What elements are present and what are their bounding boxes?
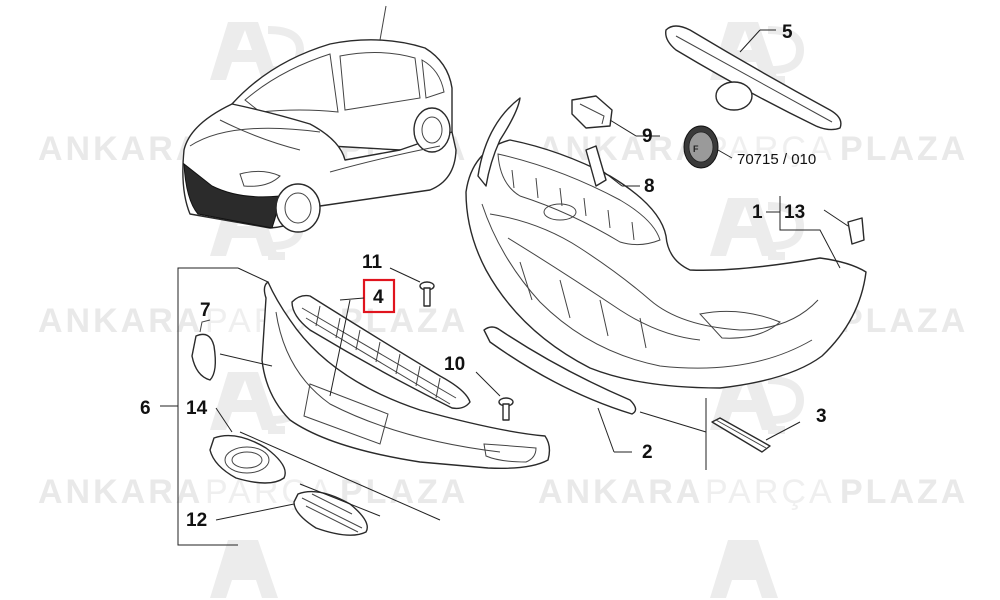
callout-11: 11	[362, 252, 383, 273]
watermark-logo	[710, 198, 805, 260]
emblem-part-code: 70715 / 010	[737, 151, 816, 168]
part-fog-bezel	[209, 434, 286, 484]
part-bracket-7	[191, 319, 273, 381]
watermark-word: ANKARA	[38, 130, 203, 168]
leader-lines	[215, 29, 841, 521]
part-lower-bumper	[237, 267, 551, 470]
watermark-word: PLAZA	[840, 473, 968, 511]
watermark-logo	[710, 540, 778, 598]
callout-12: 12	[186, 510, 207, 531]
callout-3: 3	[816, 406, 827, 427]
highlight-box	[362, 278, 396, 314]
part-fog-grille	[239, 431, 441, 536]
callout-9: 9	[642, 126, 653, 147]
part-plate-8	[585, 145, 640, 187]
watermark-word: PLAZA	[840, 130, 968, 168]
callout-14: 14	[186, 398, 208, 419]
callout-6: 6	[140, 398, 151, 419]
watermark-word: PARÇA	[705, 473, 835, 511]
svg-text:F: F	[693, 144, 699, 154]
part-front-bumper	[465, 97, 867, 389]
car-illustration	[182, 5, 457, 233]
callout-7: 7	[200, 300, 211, 321]
part-tow-cover	[639, 398, 801, 470]
callout-2: 2	[642, 442, 653, 463]
part-clip-9	[571, 95, 660, 137]
watermark-word: PARÇA	[705, 130, 835, 168]
callouts: 5 9 8 70715 / 010 1 13 11 7 10 6 14 2 3 …	[140, 22, 827, 531]
watermark-logo	[210, 540, 278, 598]
callout-5: 5	[782, 22, 793, 43]
watermark-word: ANKARA	[38, 302, 203, 340]
part-bracket-13	[823, 209, 865, 245]
part-emblem: F	[683, 125, 733, 169]
callout-13: 13	[784, 202, 805, 223]
callout-1: 1	[752, 202, 763, 223]
watermark-word: ANKARA	[38, 473, 203, 511]
part-lower-grille	[291, 294, 471, 410]
part-upper-grille	[665, 25, 842, 131]
part-screw-10	[475, 371, 514, 421]
callout-10: 10	[444, 354, 465, 375]
watermark-word: PLAZA	[340, 473, 468, 511]
callout-4: 4	[373, 287, 384, 308]
part-screw-11	[389, 267, 435, 307]
watermark-word: ANKARA	[538, 473, 703, 511]
group-6-bracket	[160, 267, 238, 546]
callout-8: 8	[644, 176, 655, 197]
part-spoiler-strip	[483, 326, 637, 453]
watermark-word: PLAZA	[840, 302, 968, 340]
